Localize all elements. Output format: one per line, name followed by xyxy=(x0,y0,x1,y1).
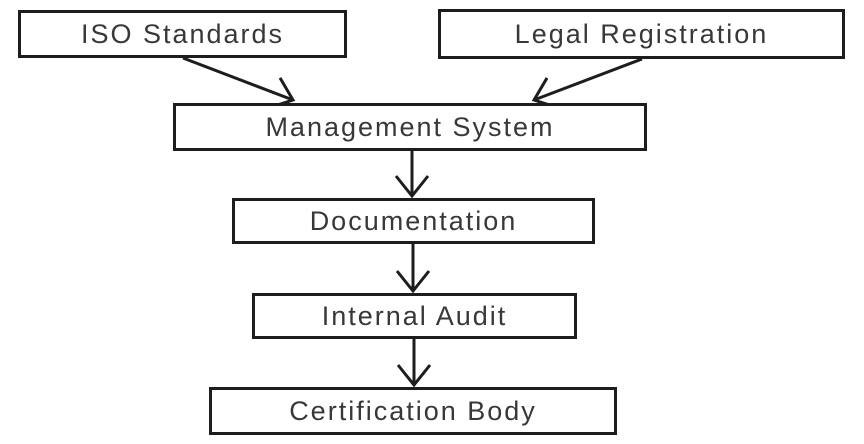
arrow-iso-to-management xyxy=(182,56,296,110)
node-internal-audit: Internal Audit xyxy=(252,293,577,339)
node-management-system: Management System xyxy=(173,103,647,151)
node-documentation: Documentation xyxy=(232,198,595,244)
arrow-legal-to-management xyxy=(531,57,643,110)
node-legal-registration: Legal Registration xyxy=(438,9,845,59)
node-certification-body: Certification Body xyxy=(209,387,617,435)
node-iso-standards: ISO Standards xyxy=(18,10,347,58)
